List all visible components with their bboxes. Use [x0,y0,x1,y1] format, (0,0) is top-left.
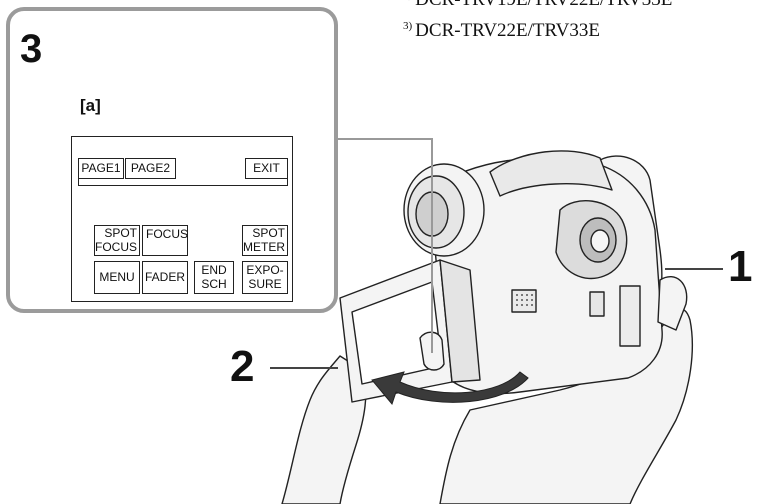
fader-button[interactable]: FADER [142,261,188,294]
callout-leader-line [338,138,433,353]
step-2-leader [270,367,338,369]
tab-page2[interactable]: PAGE2 [125,158,176,179]
exit-button[interactable]: EXIT [245,158,288,179]
panel-label: [a] [80,96,101,115]
step-2-number: 2 [230,342,255,391]
footnote-3: 3)DCR-TRV22E/TRV33E [403,20,601,41]
step-1-leader [665,268,723,270]
rotate-arrow-icon [371,371,529,406]
spot-focus-button[interactable]: SPOT FOCUS [94,225,140,256]
tab-bar [78,179,288,186]
menu-button[interactable]: MENU [94,261,140,294]
step-3-number: 3 [20,27,43,71]
step3-callout: 3 [a] PAGE1 PAGE2 EXIT SPOT FOCUS FOCUS … [6,7,338,313]
exposure-button[interactable]: EXPO- SURE [242,261,288,294]
footnote-2: 2)DCR-TRV19E/TRV22E/TRV33E [403,0,672,11]
touch-panel: PAGE1 PAGE2 EXIT SPOT FOCUS FOCUS SPOT M… [71,136,293,302]
tab-page1[interactable]: PAGE1 [78,158,124,179]
focus-button[interactable]: FOCUS [142,225,188,256]
left-hand [281,355,367,504]
step-1-number: 1 [728,242,753,291]
end-search-button[interactable]: END SCH [194,261,234,294]
spot-meter-button[interactable]: SPOT METER [242,225,288,256]
